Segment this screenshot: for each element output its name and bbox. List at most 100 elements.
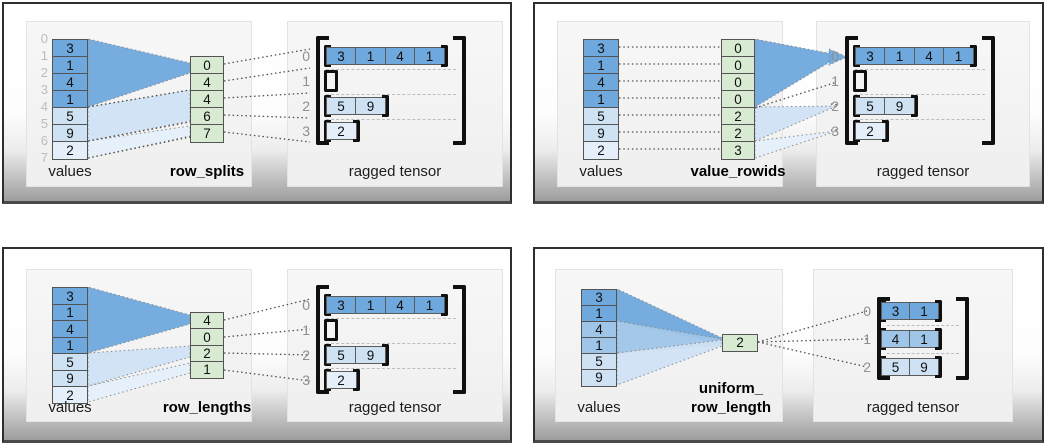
ragged-cell: 9 <box>884 97 915 115</box>
row-close-bracket <box>935 356 942 378</box>
value-cell: 5 <box>583 107 619 126</box>
method-cell: 2 <box>722 334 758 352</box>
row-separator <box>326 68 456 70</box>
method-cell: 6 <box>190 107 224 126</box>
row-separator <box>326 93 456 95</box>
row-close-bracket <box>881 120 889 142</box>
method-label: row_length <box>690 399 772 416</box>
value-cell: 5 <box>52 353 88 371</box>
value-index-label: 6 <box>40 133 48 148</box>
row-separator <box>326 317 456 319</box>
row-close-bracket <box>911 95 918 117</box>
method-cell: 2 <box>190 344 224 363</box>
method-cell: 0 <box>721 73 755 92</box>
row-close-bracket <box>382 344 389 366</box>
ragged-row-index: 3 <box>302 372 310 388</box>
method-cell: 0 <box>190 328 224 346</box>
row-separator <box>855 93 985 95</box>
ragged-cell: 4 <box>913 47 945 65</box>
value-cell: 1 <box>581 337 617 355</box>
ragged-row-index: 0 <box>863 303 871 319</box>
value-cell: 5 <box>52 107 88 126</box>
row-close-bracket <box>352 120 360 142</box>
values-label: values <box>579 163 623 180</box>
value-index-label: 3 <box>40 82 48 97</box>
ragged-cell: 4 <box>880 330 911 348</box>
row-separator <box>326 342 456 344</box>
method-cell: 0 <box>190 56 224 75</box>
ragged-row-index: 1 <box>831 73 839 89</box>
row-separator <box>887 325 959 326</box>
outer-open-bracket <box>316 36 329 145</box>
ragged-tensor-panel <box>287 269 503 422</box>
outer-close-bracket <box>956 297 969 380</box>
ragged-cell: 1 <box>884 47 915 65</box>
value-index-label: 5 <box>40 116 48 131</box>
value-cell: 1 <box>52 56 88 75</box>
ragged-row: 2 <box>324 120 360 142</box>
value-cell: 2 <box>583 141 619 160</box>
value-cell: 4 <box>52 320 88 338</box>
value-cell: 5 <box>581 353 617 371</box>
ragged-cell: 2 <box>325 122 357 140</box>
ragged-cell: 1 <box>355 47 386 65</box>
ragged-row-index: 1 <box>302 322 310 338</box>
ragged-cell: 9 <box>355 97 386 115</box>
ragged-row-index: 3 <box>302 123 310 139</box>
ragged-cell: 3 <box>325 296 357 314</box>
ragged-row-index: 3 <box>831 123 839 139</box>
row-separator <box>326 118 456 120</box>
row-close-bracket <box>935 300 942 322</box>
value-cell: 3 <box>581 289 617 307</box>
outer-close-bracket <box>453 36 466 145</box>
ragged-row <box>324 319 338 341</box>
value-index-label: 2 <box>40 65 48 80</box>
ragged-row-index: 2 <box>302 98 310 114</box>
row-separator <box>326 367 456 369</box>
values-label: values <box>48 399 92 416</box>
ragged-row <box>853 70 867 92</box>
value-cell: 3 <box>583 39 619 58</box>
value-cell: 4 <box>52 73 88 92</box>
method-label: value_rowids <box>690 163 786 180</box>
row-separator <box>855 118 985 120</box>
ragged-row-index: 0 <box>302 48 310 64</box>
ragged-cell: 2 <box>325 371 357 389</box>
value-cell: 2 <box>52 141 88 160</box>
ragged-cell: 9 <box>355 346 386 364</box>
method-cell: 4 <box>190 90 224 109</box>
row-close-bracket <box>331 70 338 92</box>
method-label: row_lengths <box>162 399 252 416</box>
row-close-bracket <box>331 319 338 341</box>
ragged-cell: 5 <box>325 97 357 115</box>
ragged-cell: 3 <box>880 302 911 320</box>
ragged-row: 2 <box>324 369 360 391</box>
method-cell: 4 <box>190 312 224 330</box>
ragged-row-index: 2 <box>863 359 871 375</box>
value-index-label: 4 <box>40 99 48 114</box>
ragged-row-index: 0 <box>831 48 839 64</box>
outer-close-bracket <box>982 36 995 145</box>
value-cell: 3 <box>52 287 88 305</box>
method-label: row_splits <box>169 163 245 180</box>
ragged-cell: 4 <box>384 47 416 65</box>
row-close-bracket <box>352 369 360 391</box>
values-label: values <box>48 163 92 180</box>
ragged-cell: 5 <box>854 97 886 115</box>
ragged-row-index: 2 <box>831 98 839 114</box>
ragged-cell: 1 <box>414 47 445 65</box>
value-index-label: 0 <box>40 31 48 46</box>
outer-close-bracket <box>453 285 466 394</box>
value-cell: 1 <box>583 56 619 75</box>
outer-open-bracket <box>845 36 858 145</box>
